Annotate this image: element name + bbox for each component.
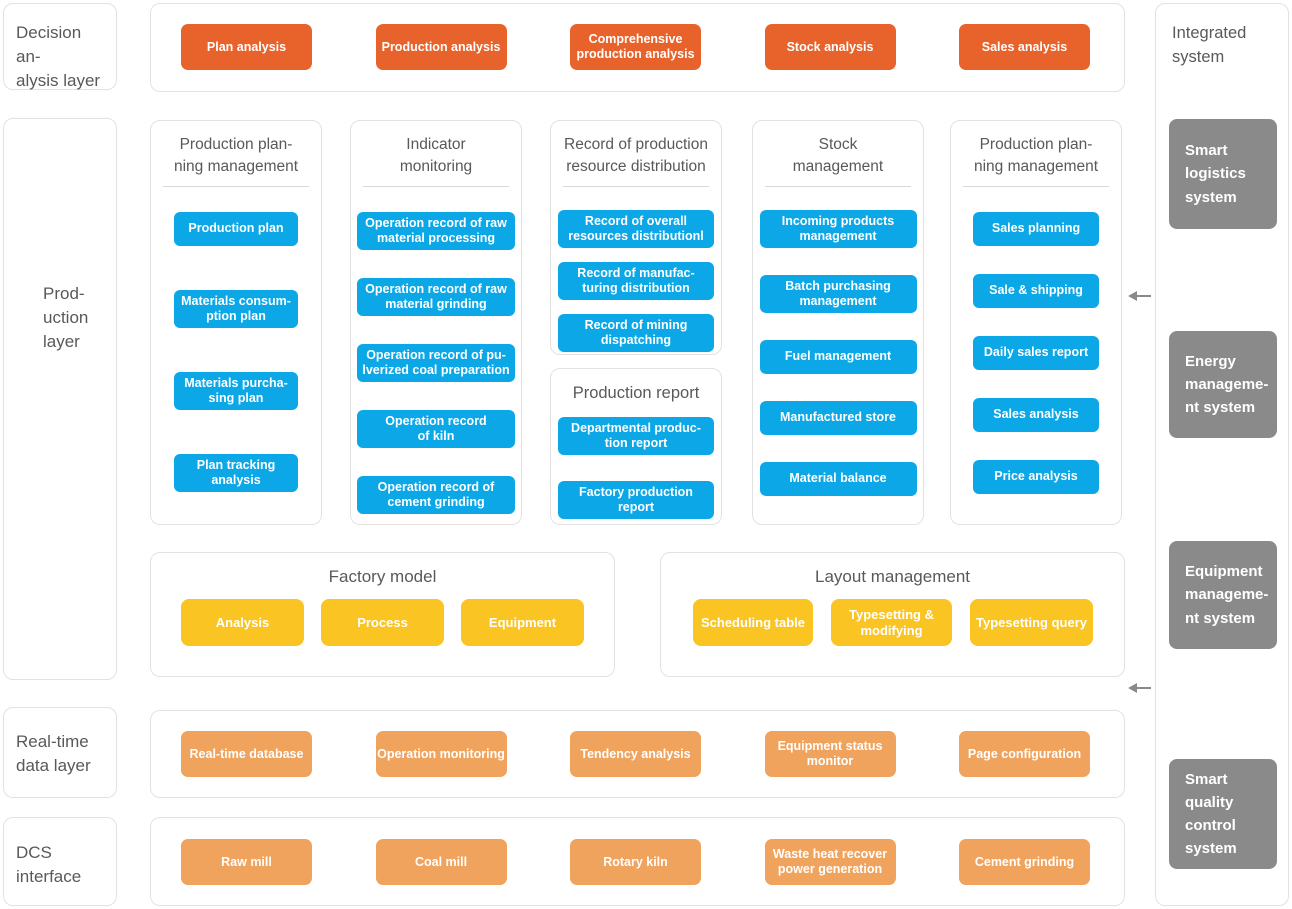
column-title: Record of production resource distributi… [563, 134, 709, 187]
factory-model-title: Factory model [328, 567, 437, 586]
integrated-system-panel: Integrated system Smart logistics system… [1155, 3, 1289, 906]
node-materials-purchasing-plan: Materials purcha- sing plan [174, 371, 298, 410]
layout-management-panel: Layout management Scheduling table Types… [660, 552, 1125, 677]
column-title: Indicator monitoring [363, 134, 509, 187]
node-scheduling-table: Scheduling table [693, 599, 813, 646]
node-energy-management-system: Energy manageme- nt system [1169, 331, 1277, 438]
node-equipment-status-monitor: Equipment status monitor [764, 731, 896, 777]
node-coal-mill: Coal mill [375, 839, 507, 885]
node-smart-quality-control-system: Smart quality control system [1169, 759, 1277, 869]
node-smart-logistics-system: Smart logistics system [1169, 119, 1277, 229]
column-stock-management: Stock management Incoming products manag… [752, 120, 924, 525]
layer-label-decision-analysis: Decision an- alysis layer [16, 23, 101, 90]
node-factory-production-report: Factory production report [558, 480, 714, 519]
node-plan-analysis: Plan analysis [181, 24, 312, 70]
column-items: Operation record of raw material process… [351, 211, 521, 514]
column-indicator-monitoring: Indicator monitoring Operation record of… [350, 120, 522, 525]
column-title: Stock management [765, 134, 911, 187]
factory-model-row: Analysis Process Equipment [181, 599, 614, 646]
node-incoming-products-management: Incoming products management [759, 209, 917, 248]
node-tendency-analysis: Tendency analysis [570, 731, 701, 777]
node-manufactured-store: Manufactured store [759, 400, 917, 435]
arrow-head [1128, 291, 1137, 301]
layer-label-dcs-interface: DCS interface [16, 843, 82, 886]
column-production-planning-management: Production plan- ning management Product… [150, 120, 322, 525]
node-equipment: Equipment [461, 599, 584, 646]
arrow-left-icon [1128, 291, 1152, 301]
arrow-head [1128, 683, 1137, 693]
column-production-report: Production report Departmental produc- t… [550, 368, 722, 525]
column-items: Sales planning Sale & shipping Daily sal… [951, 211, 1121, 494]
node-sales-analysis: Sales analysis [973, 397, 1099, 432]
node-operation-record-cement-grinding: Operation record of cement grinding [357, 475, 515, 514]
arrow-left-icon [1128, 683, 1152, 693]
node-operation-record-pulverized-coal-preparation: Operation record of pu- lverized coal pr… [357, 343, 515, 382]
node-record-mining-dispatching: Record of mining dispatching [558, 313, 714, 352]
layer-box-realtime-data: Real-time data layer [3, 707, 117, 798]
column-items: Record of overall resources distribution… [551, 209, 721, 352]
node-comprehensive-production-analysis: Comprehensive production analysis [570, 24, 701, 70]
node-operation-monitoring: Operation monitoring [375, 731, 507, 777]
column-items: Departmental produc- tion report Factory… [551, 416, 721, 519]
dcs-interface-panel: Raw mill Coal mill Rotary kiln Waste hea… [150, 817, 1125, 906]
node-sale-and-shipping: Sale & shipping [973, 273, 1099, 308]
node-process: Process [321, 599, 444, 646]
decision-analysis-row: Plan analysis Production analysis Compre… [181, 24, 1090, 70]
node-materials-consumption-plan: Materials consum- ption plan [174, 289, 298, 328]
node-fuel-management: Fuel management [759, 339, 917, 374]
column-items: Incoming products management Batch purch… [753, 209, 923, 496]
dcs-interface-row: Raw mill Coal mill Rotary kiln Waste hea… [181, 839, 1090, 885]
realtime-data-panel: Real-time database Operation monitoring … [150, 710, 1125, 798]
arrow-shaft [1134, 687, 1151, 689]
node-equipment-management-system: Equipment manageme- nt system [1169, 541, 1277, 649]
node-record-overall-resources-distribution: Record of overall resources distribution… [558, 209, 714, 248]
layer-box-dcs-interface: DCS interface [3, 817, 117, 906]
layer-label-production: Prod- uction layer [43, 284, 89, 351]
node-analysis: Analysis [181, 599, 304, 646]
node-price-analysis: Price analysis [973, 459, 1099, 494]
node-operation-record-raw-material-processing: Operation record of raw material process… [357, 211, 515, 250]
node-production-plan: Production plan [174, 211, 298, 246]
layer-box-decision-analysis: Decision an- alysis layer [3, 3, 117, 90]
node-material-balance: Material balance [759, 461, 917, 496]
realtime-data-row: Real-time database Operation monitoring … [181, 731, 1090, 777]
node-sales-planning: Sales planning [973, 211, 1099, 246]
layer-box-production: Prod- uction layer [3, 118, 117, 680]
node-rotary-kiln: Rotary kiln [570, 839, 701, 885]
node-typesetting-query: Typesetting query [970, 599, 1093, 646]
node-batch-purchasing-management: Batch purchasing management [759, 274, 917, 313]
node-sales-analysis: Sales analysis [959, 24, 1090, 70]
layout-management-title: Layout management [815, 567, 970, 586]
node-production-analysis: Production analysis [375, 24, 507, 70]
layout-management-row: Scheduling table Typesetting & modifying… [693, 599, 1124, 646]
column-title: Production plan- ning management [163, 134, 309, 187]
node-stock-analysis: Stock analysis [764, 24, 896, 70]
node-realtime-database: Real-time database [181, 731, 312, 777]
integrated-system-title: Integrated system [1172, 24, 1247, 66]
decision-analysis-panel: Plan analysis Production analysis Compre… [150, 3, 1125, 92]
column-sales-planning-management: Production plan- ning management Sales p… [950, 120, 1122, 525]
node-operation-record-raw-material-grinding: Operation record of raw material grindin… [357, 277, 515, 316]
node-departmental-production-report: Departmental produc- tion report [558, 416, 714, 455]
layer-label-realtime-data: Real-time data layer [16, 732, 91, 775]
node-record-manufacturing-distribution: Record of manufac- turing distribution [558, 261, 714, 300]
node-page-configuration: Page configuration [959, 731, 1090, 777]
column-record-production-resource-distribution: Record of production resource distributi… [550, 120, 722, 355]
column-items: Production plan Materials consum- ption … [151, 211, 321, 492]
node-operation-record-of-kiln: Operation record of kiln [357, 409, 515, 448]
node-daily-sales-report: Daily sales report [973, 335, 1099, 370]
node-waste-heat-recover-power-generation: Waste heat recover power generation [764, 839, 896, 885]
node-raw-mill: Raw mill [181, 839, 312, 885]
factory-model-panel: Factory model Analysis Process Equipment [150, 552, 615, 677]
node-cement-grinding: Cement grinding [959, 839, 1090, 885]
arrow-shaft [1134, 295, 1151, 297]
column-title: Production report [572, 384, 700, 402]
node-typesetting-modifying: Typesetting & modifying [831, 599, 952, 646]
node-plan-tracking-analysis: Plan tracking analysis [174, 453, 298, 492]
column-title: Production plan- ning management [963, 134, 1109, 187]
